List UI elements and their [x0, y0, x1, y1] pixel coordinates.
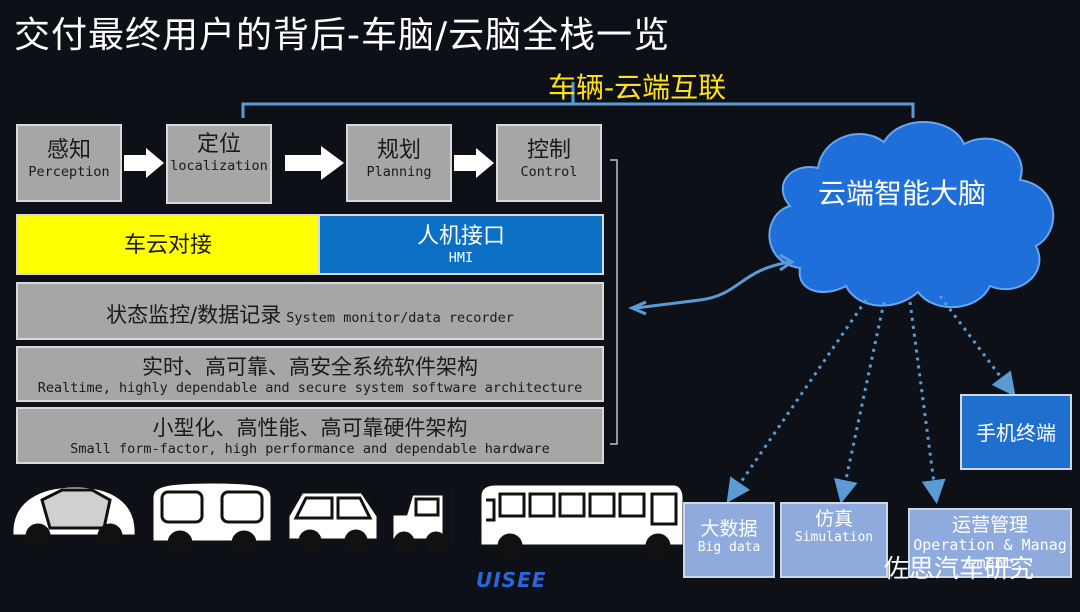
step-perception-en: Perception: [28, 164, 110, 180]
layer-car-cloud: 车云对接: [16, 214, 320, 275]
vehicle-shuttle-icon: [150, 480, 274, 556]
vehicle-bus-icon: [478, 482, 686, 559]
realtime-cn: 实时、高可靠、高安全系统软件架构: [142, 355, 478, 379]
brand-logo: UISEE: [476, 568, 547, 592]
operation-cn: 运营管理: [951, 514, 1028, 536]
hmi-en: HMI: [448, 250, 474, 266]
terminal-simulation: 仿真 Simulation: [780, 502, 888, 578]
terminal-bigdata: 大数据 Big data: [683, 502, 775, 578]
step-perception-cn: 感知: [46, 138, 91, 163]
terminal-phone: 手机终端: [960, 394, 1072, 470]
page-title: 交付最终用户的背后-车脑/云脑全栈一览: [14, 15, 671, 56]
vehicle-smart-car-icon: [286, 490, 380, 553]
step-control: 控制 Control: [496, 124, 602, 202]
cloud-icon: [768, 121, 1055, 308]
step-control-en: Control: [520, 164, 578, 180]
step-localization-cn: 定位: [196, 132, 241, 157]
step-planning: 规划 Planning: [346, 124, 452, 202]
phone-label: 手机终端: [976, 421, 1056, 445]
link-bigdata: [726, 299, 868, 503]
step-planning-cn: 规划: [376, 138, 421, 163]
arrow-perception-localization: [124, 148, 164, 178]
terminal-operation: 运营管理 Operation & Management: [908, 508, 1072, 578]
link-simulation: [834, 301, 886, 504]
monitor-en: System monitor/data recorder: [286, 310, 514, 326]
hmi-cn: 人机接口: [416, 224, 505, 249]
step-planning-en: Planning: [366, 164, 432, 180]
step-control-cn: 控制: [526, 138, 571, 163]
stack-bracket: [610, 159, 618, 445]
link-operation: [908, 301, 946, 504]
step-localization: 定位 localization: [166, 124, 272, 204]
step-localization-en: localization: [170, 158, 268, 174]
cloud-stack-link: [635, 260, 791, 310]
layer-monitor: 状态监控/数据记录 System monitor/data recorder: [16, 282, 604, 340]
vehicle-pod-icon: [10, 484, 138, 549]
cloud-label: 云端智能大脑: [818, 177, 987, 210]
layer-realtime-software: 实时、高可靠、高安全系统软件架构 Realtime, highly depend…: [16, 346, 604, 402]
link-phone: [938, 295, 1016, 397]
v2c-label: 车辆-云端互联: [548, 71, 727, 104]
hardware-cn: 小型化、高性能、高可靠硬件架构: [152, 416, 468, 440]
arrow-planning-control: [454, 148, 494, 178]
vehicle-forklift-icon: [390, 484, 474, 553]
simulation-cn: 仿真: [814, 508, 853, 530]
bigdata-cn: 大数据: [700, 518, 758, 540]
hardware-en: Small form-factor, high performance and …: [70, 441, 550, 457]
layer-hmi: 人机接口 HMI: [318, 214, 604, 275]
simulation-en: Simulation: [794, 530, 874, 545]
operation-en: Operation & Management: [913, 536, 1067, 572]
car-cloud-label: 车云对接: [123, 233, 212, 258]
step-perception: 感知 Perception: [16, 124, 122, 202]
v2c-connector: [241, 102, 915, 118]
bigdata-en: Big data: [697, 540, 761, 555]
layer-hardware: 小型化、高性能、高可靠硬件架构 Small form-factor, high …: [16, 407, 604, 464]
monitor-cn: 状态监控/数据记录: [106, 303, 282, 327]
watermark-text: 佐思汽车研究: [884, 554, 1035, 583]
arrow-localization-planning: [285, 146, 344, 180]
realtime-en: Realtime, highly dependable and secure s…: [37, 380, 583, 396]
